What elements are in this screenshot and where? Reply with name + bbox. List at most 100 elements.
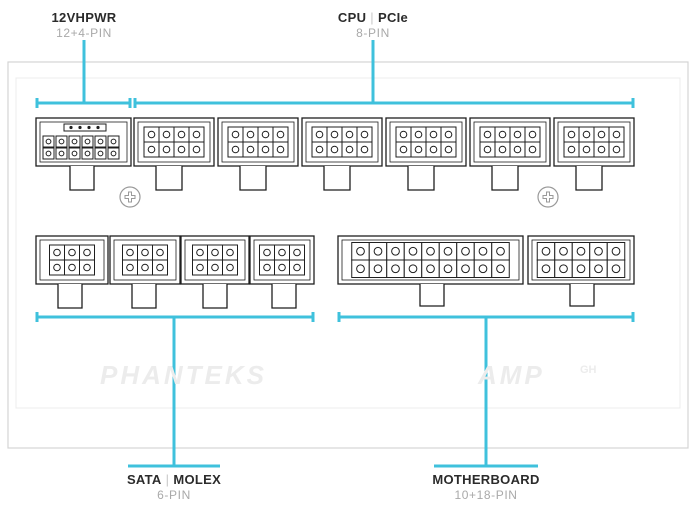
pin-hole — [263, 248, 271, 257]
pin-hole — [414, 145, 423, 154]
connector-cpu-pcie-8pin — [469, 117, 551, 191]
connector-sata-molex-6pin — [249, 235, 315, 309]
pin-hole — [443, 264, 453, 274]
pin-hole — [356, 246, 365, 256]
screw-head — [119, 186, 141, 208]
pin-cell — [259, 244, 275, 261]
pin-hole — [483, 130, 492, 139]
pin-cell — [479, 126, 496, 143]
pin-cell — [589, 242, 608, 261]
pin-cell — [272, 141, 289, 158]
pin-cell — [410, 141, 427, 158]
pin-hole — [444, 130, 453, 139]
latch-tab — [131, 284, 157, 309]
latch-tab — [323, 166, 351, 191]
pin-hole — [293, 263, 301, 272]
pin-hole — [528, 130, 537, 139]
pin-cell — [257, 126, 274, 143]
pin-hole — [429, 130, 438, 139]
pin-hole — [147, 145, 156, 154]
pin-hole — [414, 130, 423, 139]
label-cpu-pcie-sub: 8-PIN — [356, 26, 390, 40]
pin-hole — [498, 130, 507, 139]
pin-cell — [79, 244, 95, 261]
pin-hole — [315, 145, 324, 154]
pin-cell — [410, 126, 427, 143]
pin-hole — [612, 145, 621, 154]
pin-cell — [606, 259, 626, 278]
pin-cell — [386, 259, 405, 278]
label-separator: | — [165, 472, 170, 487]
pin-cell — [473, 242, 493, 261]
pin-hole — [541, 264, 551, 274]
pin-cell — [173, 126, 190, 143]
label-cpu: CPU — [337, 10, 367, 25]
pin-cell — [351, 242, 370, 261]
pin-hole — [45, 150, 52, 157]
socket-inner — [305, 121, 379, 163]
pin-hole — [110, 138, 117, 145]
socket-inner — [341, 239, 520, 281]
latch-tab — [569, 284, 595, 307]
label-pcie: PCIe — [377, 10, 409, 25]
pin-hole — [444, 145, 453, 154]
pin-cell — [341, 141, 358, 158]
pin-cell — [536, 242, 556, 261]
pin-hole — [156, 248, 164, 257]
pin-cell — [494, 141, 511, 158]
pin-cell — [578, 141, 595, 158]
pin-cell — [524, 141, 541, 158]
pin-hole — [156, 263, 164, 272]
pin-cell — [192, 259, 208, 276]
pin-hole — [360, 130, 369, 139]
connector-cpu-pcie-8pin — [385, 117, 467, 191]
pin-hole — [582, 145, 591, 154]
pin-cell — [274, 244, 290, 261]
pin-hole — [58, 150, 65, 157]
pin-hole — [246, 145, 255, 154]
connector-cpu-pcie-8pin — [133, 117, 215, 191]
pin-cell — [456, 242, 475, 261]
pin-hole — [315, 130, 324, 139]
latch-tab — [202, 284, 228, 309]
pin-hole — [360, 145, 369, 154]
pin-hole — [126, 248, 134, 257]
socket-inner — [39, 239, 105, 281]
pin-cell — [509, 141, 526, 158]
pin-cell — [425, 141, 442, 158]
label-sata-molex-title: SATA|MOLEX — [118, 473, 230, 486]
pin-hole — [559, 264, 568, 274]
pin-hole — [263, 263, 271, 272]
socket-inner — [39, 121, 128, 163]
pin-hole — [162, 130, 171, 139]
connector-cpu-pcie-8pin — [217, 117, 299, 191]
pin-hole — [576, 246, 586, 256]
pin-hole — [261, 130, 270, 139]
pin-hole — [53, 248, 61, 257]
pin-hole — [231, 145, 240, 154]
pin-hole — [97, 138, 104, 145]
label-motherboard-title: MOTHERBOARD — [432, 472, 540, 487]
pin-hole — [597, 145, 606, 154]
pin-hole — [345, 145, 354, 154]
pin-hole — [461, 246, 470, 256]
pin-cell — [81, 135, 94, 148]
connector-cpu-pcie-8pin — [553, 117, 635, 191]
pin-cell — [608, 141, 625, 158]
sense-block — [63, 123, 107, 132]
pin-cell — [554, 242, 573, 261]
pin-cell — [473, 259, 493, 278]
pin-cell — [341, 126, 358, 143]
pin-cell — [79, 259, 95, 276]
pin-cell — [368, 242, 388, 261]
pin-hole — [126, 263, 134, 272]
pin-hole — [483, 145, 492, 154]
pin-hole — [594, 246, 603, 256]
pin-hole — [576, 264, 586, 274]
pin-cell — [608, 126, 625, 143]
pin-hole — [211, 263, 219, 272]
pin-hole — [196, 248, 204, 257]
pin-hole — [426, 246, 435, 256]
pin-cell — [421, 242, 440, 261]
pin-cell — [242, 126, 259, 143]
